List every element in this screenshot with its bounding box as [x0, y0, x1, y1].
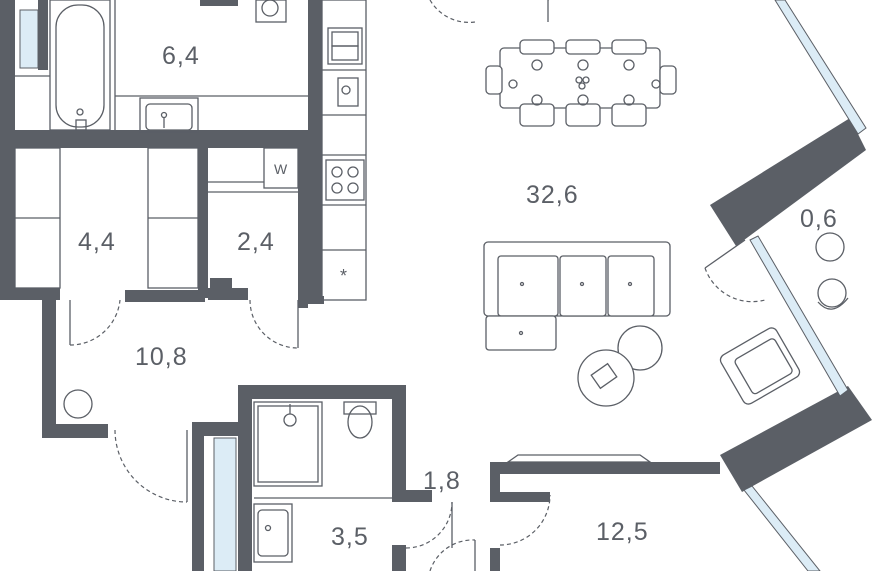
washer-label: W — [274, 161, 288, 177]
dining-table-icon — [485, 39, 677, 127]
fridge-symbol: * — [340, 266, 347, 286]
tv-console — [505, 454, 653, 463]
kitchen-counter — [321, 0, 367, 301]
coat-stand-icon — [63, 389, 93, 419]
windows — [19, 0, 867, 571]
bathtub-icon — [49, 0, 111, 131]
armchair-icon — [719, 327, 801, 405]
washer-icon: W — [263, 147, 299, 189]
area-living: 32,6 — [526, 181, 579, 209]
stove-icon — [325, 159, 365, 201]
dishwasher-icon — [337, 77, 359, 107]
toilet-bottom-icon — [343, 401, 377, 439]
area-wc: 1,8 — [423, 467, 461, 495]
area-wardrobe: 4,4 — [78, 228, 116, 256]
area-bedroom: 12,5 — [596, 518, 649, 546]
kitchen-sink-icon — [327, 27, 363, 65]
balcony-table-icon — [815, 232, 849, 310]
area-balcony: 0,6 — [800, 205, 838, 233]
sink-icon — [139, 97, 199, 133]
shower-icon — [253, 401, 323, 487]
coffee-table-icon — [577, 325, 663, 407]
bottom-sink-icon — [253, 503, 293, 563]
area-laundry: 2,4 — [237, 228, 275, 256]
area-bathroom-top: 6,4 — [162, 42, 200, 70]
toilet-icon — [255, 0, 287, 23]
wardrobe-shelves — [14, 147, 199, 289]
area-bathroom-bottom: 3,5 — [331, 523, 369, 551]
area-hall: 10,8 — [135, 343, 188, 371]
door-swings — [69, 0, 766, 571]
sofa-icon — [483, 241, 671, 351]
